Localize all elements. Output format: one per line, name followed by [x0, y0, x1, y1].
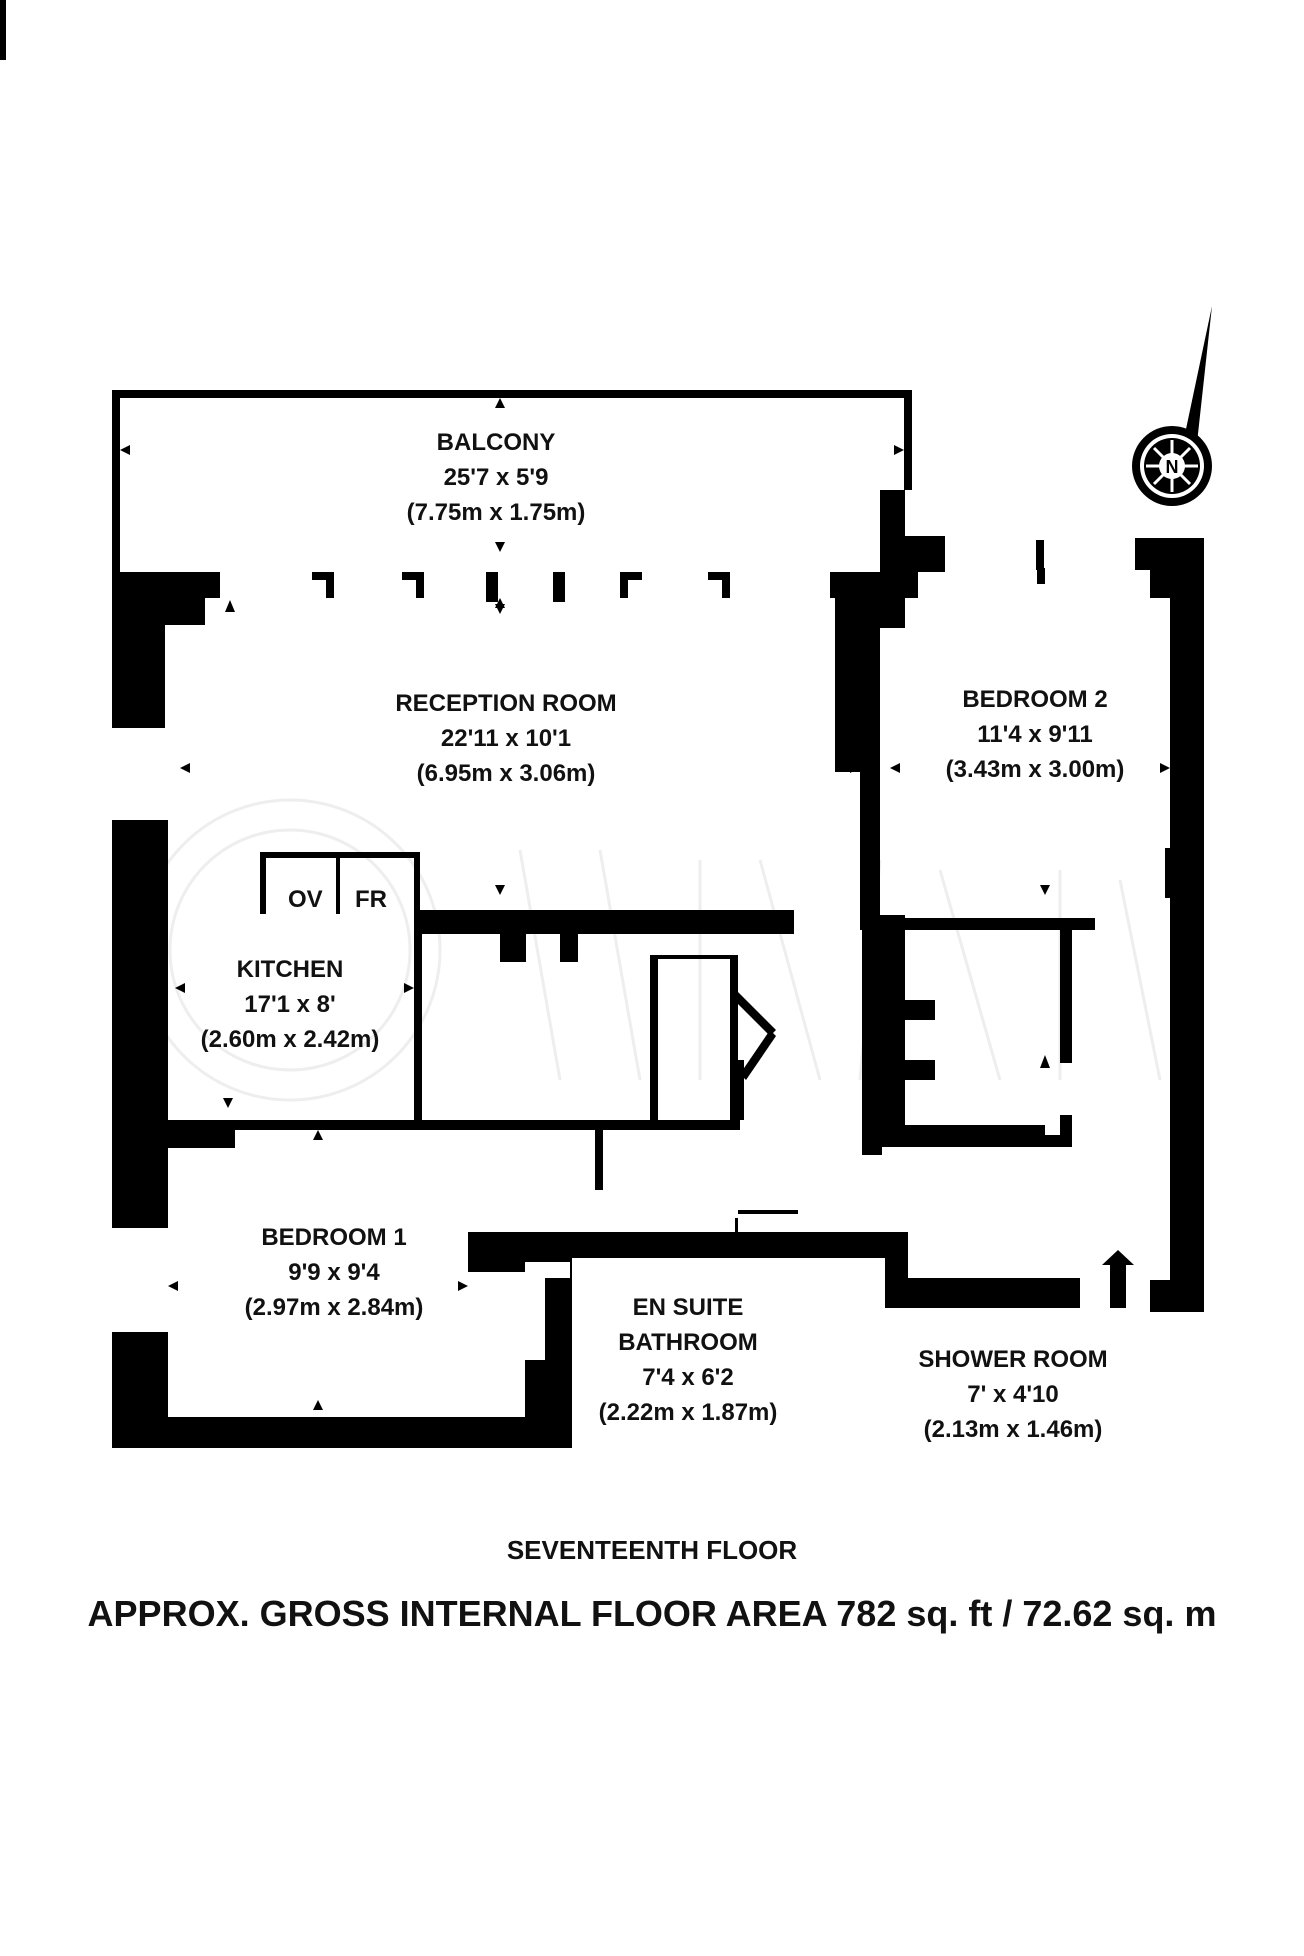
room-imperial: 11'4 x 9'11 [977, 721, 1093, 748]
room-name: RECEPTION ROOM [395, 690, 617, 717]
north-arrow-icon: N [1132, 306, 1212, 506]
room-label-bedroom-1: BEDROOM 1 9'9 x 9'4 (2.97m x 2.84m) [245, 1220, 424, 1325]
compass-label: N [1166, 457, 1179, 477]
room-name: EN SUITE [632, 1294, 744, 1321]
room-metric: (3.43m x 3.00m) [945, 756, 1125, 783]
room-metric: (7.75m x 1.75m) [406, 499, 586, 526]
room-label-reception: RECEPTION ROOM 22'11 x 10'1 (6.95m x 3.0… [395, 686, 616, 791]
room-label-bedroom-2: BEDROOM 2 11'4 x 9'11 (3.43m x 3.00m) [946, 682, 1125, 787]
room-label-balcony: BALCONY 25'7 x 5'9 (7.75m x 1.75m) [407, 425, 586, 530]
room-name: SHOWER ROOM [918, 1346, 1108, 1373]
room-label-kitchen: KITCHEN 17'1 x 8' (2.60m x 2.42m) [201, 952, 380, 1057]
room-imperial: 25'7 x 5'9 [443, 464, 549, 491]
room-name: KITCHEN [236, 956, 344, 983]
room-metric: (2.97m x 2.84m) [244, 1294, 424, 1321]
room-label-en-suite: EN SUITE BATHROOM 7'4 x 6'2 (2.22m x 1.8… [599, 1290, 778, 1430]
room-name: BALCONY [436, 429, 556, 456]
walls [0, 0, 1204, 1448]
room-name: BEDROOM 1 [261, 1224, 407, 1251]
room-imperial: 22'11 x 10'1 [440, 725, 572, 752]
floor-name: SEVENTEENTH FLOOR [506, 1535, 798, 1565]
room-name-line-2: BATHROOM [618, 1329, 758, 1356]
room-imperial: 7' x 4'10 [967, 1381, 1059, 1408]
room-metric: (6.95m x 3.06m) [416, 760, 596, 787]
room-metric: (2.22m x 1.87m) [598, 1399, 778, 1426]
fridge-label: FR [355, 886, 387, 913]
room-metric: (2.60m x 2.42m) [200, 1026, 380, 1053]
room-imperial: 7'4 x 6'2 [642, 1364, 734, 1391]
room-imperial: 17'1 x 8' [244, 991, 336, 1018]
room-imperial: 9'9 x 9'4 [288, 1259, 380, 1286]
room-name: BEDROOM 2 [962, 686, 1108, 713]
oven-label: OV [288, 886, 323, 913]
floor-area-note: APPROX. GROSS INTERNAL FLOOR AREA 782 sq… [87, 1593, 1217, 1634]
measure-markers [120, 398, 1170, 1410]
room-metric: (2.13m x 1.46m) [923, 1416, 1103, 1443]
room-label-shower-room: SHOWER ROOM 7' x 4'10 (2.13m x 1.46m) [918, 1342, 1107, 1447]
